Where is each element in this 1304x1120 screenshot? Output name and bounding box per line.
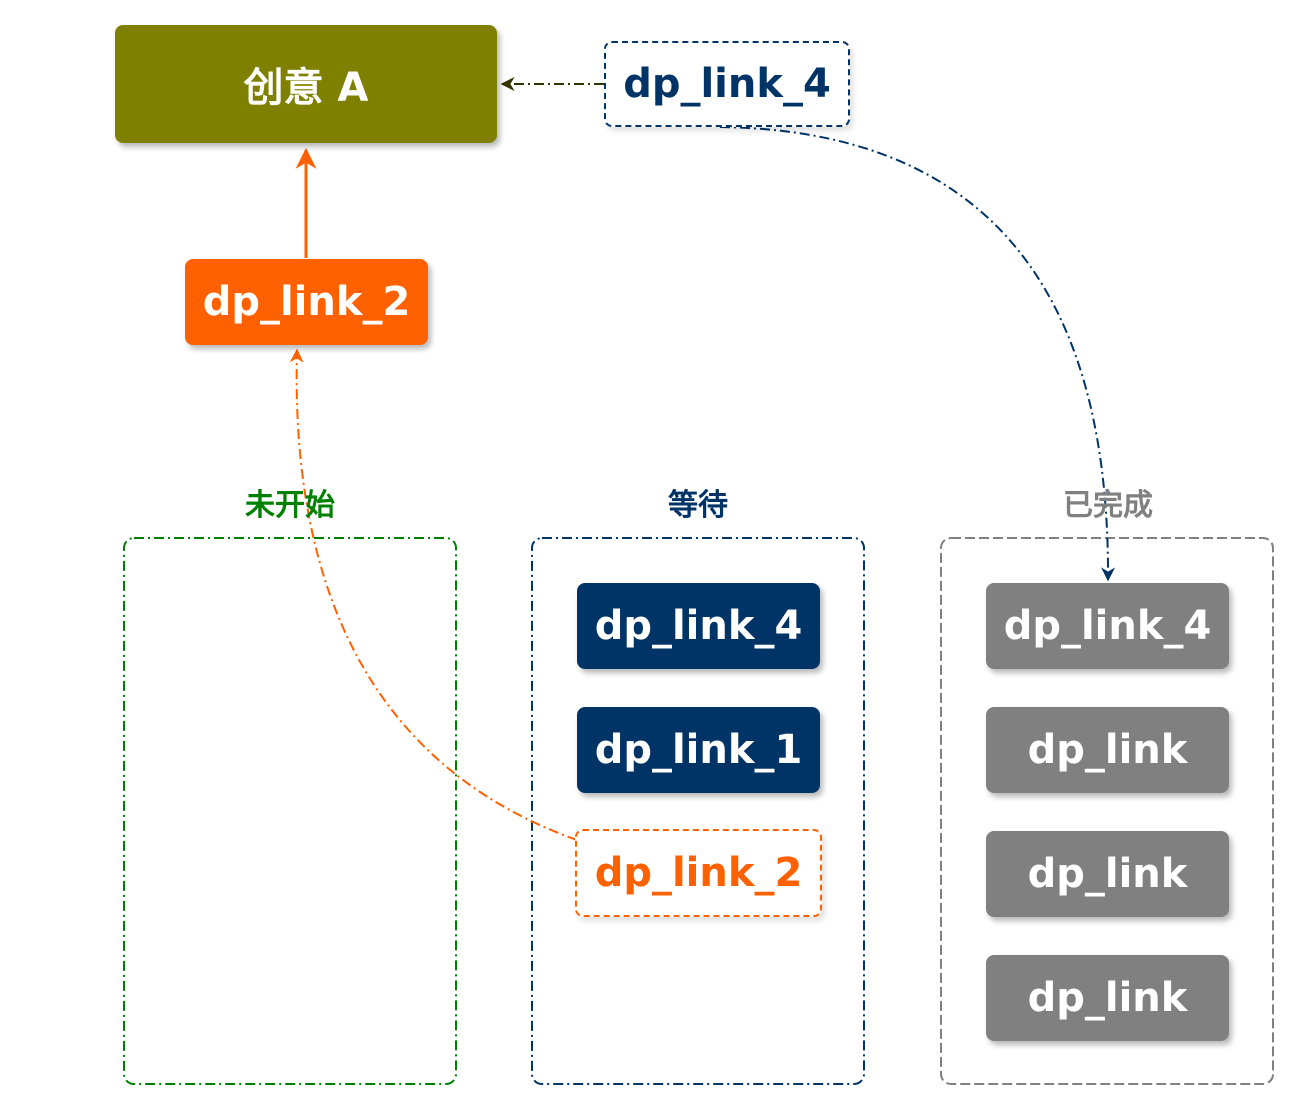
waiting-item-dp-link-4: dp_link_4: [577, 583, 820, 669]
node-mid-dp-link-2: dp_link_2: [185, 259, 428, 345]
waiting-item-dp-link-2: dp_link_2: [575, 829, 822, 917]
done-item-dp-link-4: dp_link_4: [986, 583, 1229, 669]
done-item-dp-link: dp_link: [986, 707, 1229, 793]
done-item-dp-link: dp_link: [986, 955, 1229, 1041]
column-title-done: 已完成: [1063, 488, 1153, 523]
column-waiting-frame: [531, 537, 865, 1085]
arrow-waiting-link2-to-mid-link2: [289, 348, 578, 841]
column-title-waiting: 等待: [668, 488, 728, 523]
node-idea-a: 创意 A: [115, 25, 497, 143]
waiting-item-dp-link-1: dp_link_1: [577, 707, 820, 793]
column-not-started-frame: [123, 537, 457, 1085]
node-top-dp-link-4: dp_link_4: [604, 41, 850, 127]
column-title-not-started: 未开始: [245, 488, 335, 523]
done-item-dp-link: dp_link: [986, 831, 1229, 917]
